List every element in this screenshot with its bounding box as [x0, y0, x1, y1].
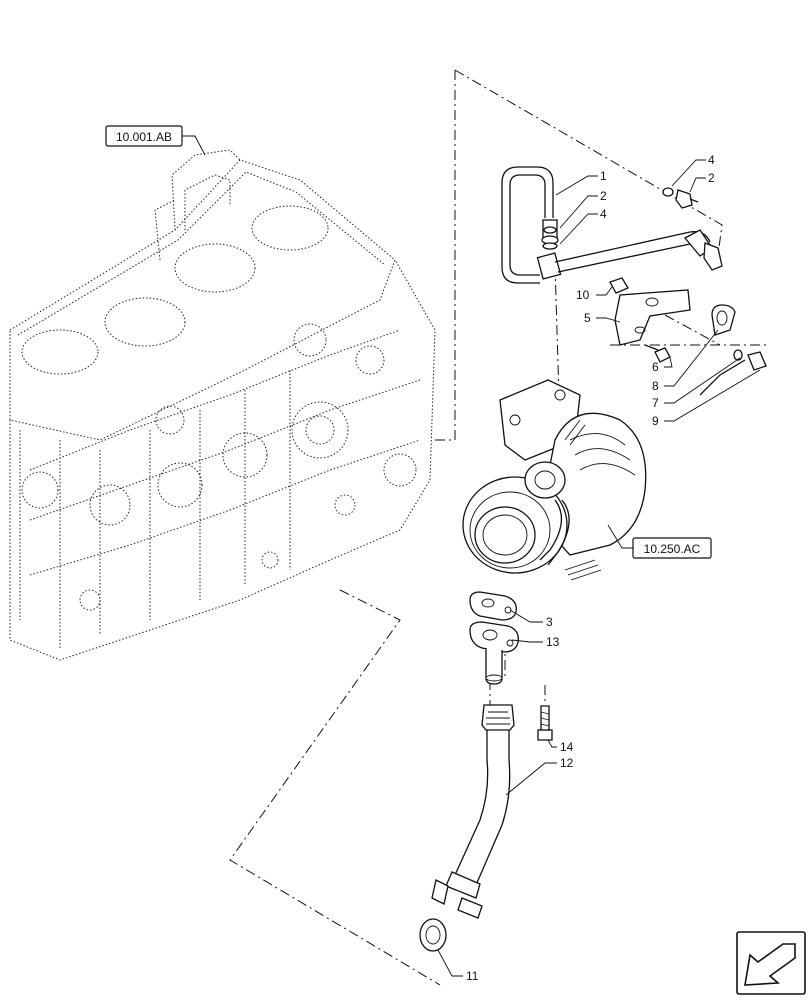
bolt-bracket	[644, 344, 671, 363]
drain-adapter	[469, 621, 519, 685]
fitting-right	[662, 187, 699, 209]
callout-2-fitting-right: 2	[708, 171, 715, 185]
bolt-clip	[699, 351, 767, 396]
reference-turbocharger-label: 10.250.AC	[644, 542, 701, 556]
callout-4-o-ring-right: 4	[708, 153, 715, 167]
leader-engine-block	[182, 135, 206, 156]
drain-pipe	[431, 704, 515, 919]
callout-6: 6	[652, 360, 659, 374]
bolt-adapter	[537, 705, 553, 741]
arrow-back-icon[interactable]	[736, 931, 806, 995]
leader-turbocharger	[607, 524, 633, 549]
gasket	[469, 591, 517, 621]
clip	[711, 304, 736, 336]
turbocharger	[462, 379, 647, 581]
callout-10: 10	[576, 288, 590, 302]
bracket	[614, 289, 691, 346]
callout-14: 14	[560, 740, 574, 754]
reference-turbocharger[interactable]: 10.250.AC	[632, 537, 712, 559]
engine-block-outline	[9, 149, 436, 661]
callout-5: 5	[584, 311, 591, 325]
callout-numbers: 1 2 4 4 2 10 5 6 8 7 9 3 13 14 12 11	[466, 153, 715, 983]
callout-12: 12	[560, 756, 574, 770]
reference-engine-block-label: 10.001.AB	[116, 130, 172, 144]
fitting-upper	[541, 226, 559, 245]
callout-9: 9	[652, 414, 659, 428]
nut	[609, 277, 629, 294]
callout-11: 11	[466, 969, 479, 983]
o-ring-upper	[542, 242, 558, 250]
callout-13: 13	[546, 635, 560, 649]
phantom-boundaries	[229, 69, 770, 986]
callout-2-fitting-upper: 2	[600, 189, 607, 203]
callout-leaders	[437, 159, 761, 977]
seal-ring	[419, 918, 447, 952]
oil-feed-pipe	[501, 166, 723, 284]
callout-4-o-ring-upper: 4	[600, 207, 607, 221]
callout-3: 3	[546, 615, 553, 629]
callout-7: 7	[652, 396, 659, 410]
callout-1: 1	[600, 169, 607, 183]
reference-engine-block[interactable]: 10.001.AB	[105, 125, 183, 147]
washer	[733, 349, 743, 361]
callout-8: 8	[652, 379, 659, 393]
